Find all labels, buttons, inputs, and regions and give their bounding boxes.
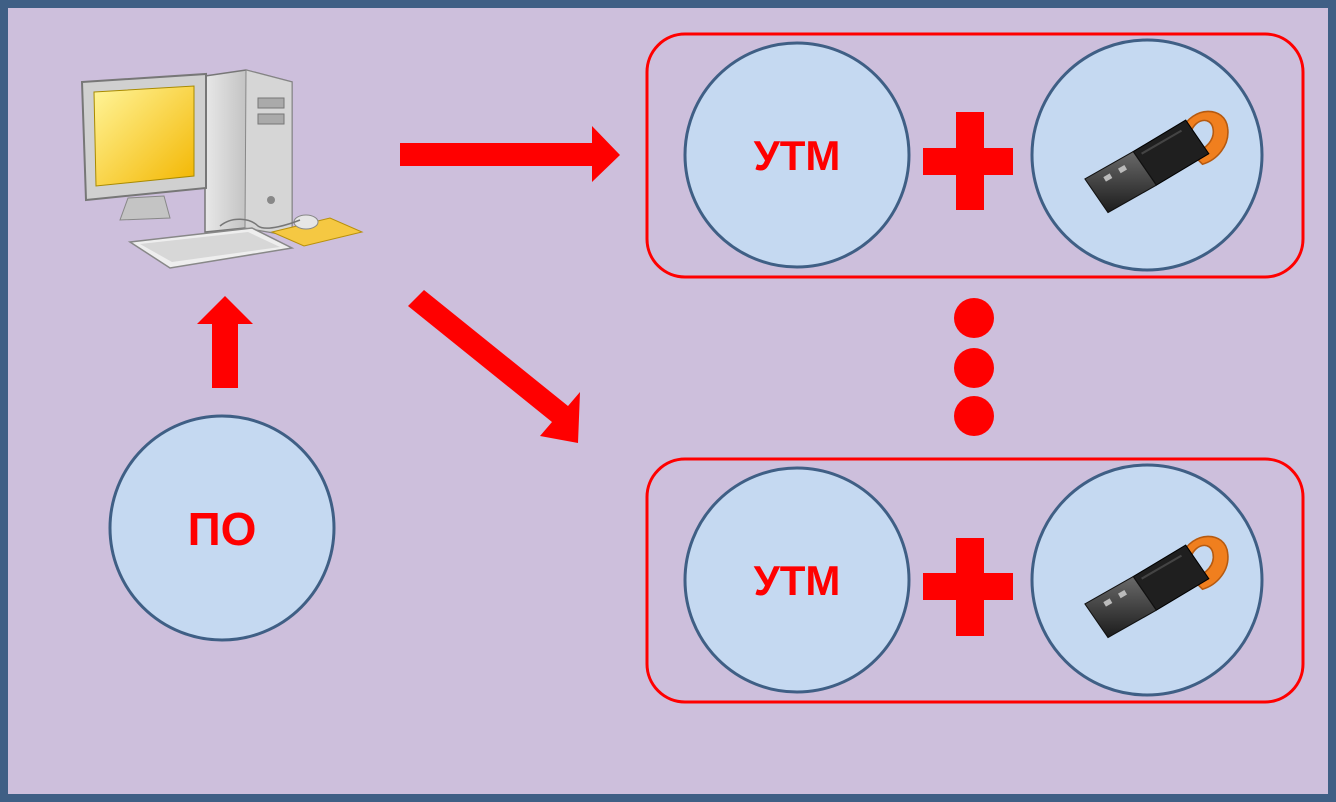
plus-icon bbox=[923, 538, 1013, 636]
utm-token-group: УТМ bbox=[645, 457, 1305, 704]
software-label: ПО bbox=[188, 503, 257, 555]
software-node: ПО bbox=[108, 414, 336, 642]
plus-icon bbox=[923, 112, 1013, 210]
utm-label: УТМ bbox=[754, 132, 841, 179]
vertical-ellipsis-icon bbox=[954, 298, 994, 436]
arrow-icon bbox=[400, 126, 620, 182]
arrow-icon bbox=[408, 290, 580, 443]
utm-label: УТМ bbox=[754, 557, 841, 604]
desktop-computer-icon bbox=[80, 69, 364, 269]
utm-token-group: УТМ bbox=[645, 32, 1305, 279]
arrow-icon bbox=[197, 296, 253, 388]
